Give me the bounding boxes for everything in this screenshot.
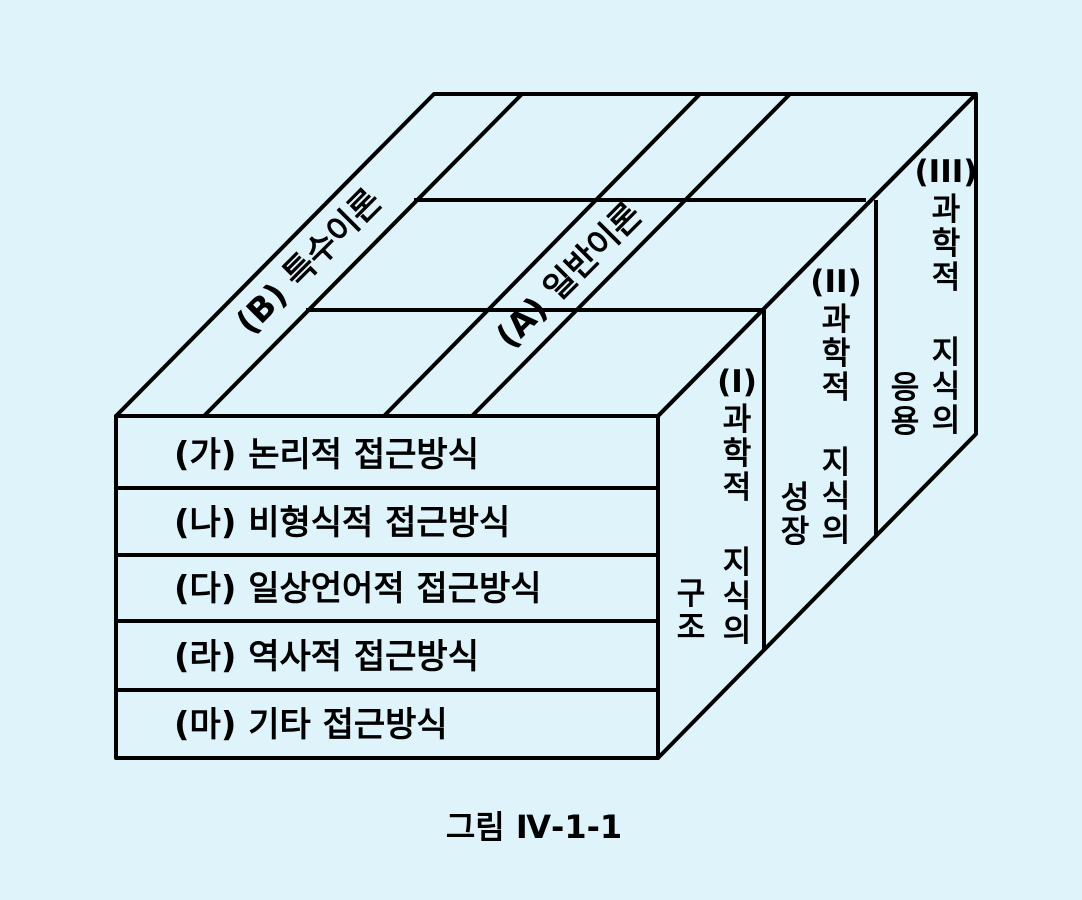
side-column-numeral: (II) (810, 264, 861, 300)
side-column-numeral: (III) (915, 154, 978, 190)
top-band-label-special: (B) 특수이론 (228, 181, 389, 342)
front-row-label: (가) 논리적 접근방식 (174, 435, 479, 475)
cube-outline (114, 92, 978, 760)
right-face (656, 92, 978, 760)
front-row-label: (나) 비형식적 접근방식 (174, 503, 510, 543)
front-row-label: (마) 기타 접근방식 (174, 705, 448, 745)
side-column-numeral: (I) (717, 364, 757, 400)
top-band-label-general: (A) 일반이론 (488, 195, 649, 356)
front-row-label: (다) 일상언어적 접근방식 (174, 569, 542, 609)
figure-caption: 그림 Ⅳ-1-1 (446, 808, 622, 846)
front-labels: (가) 논리적 접근방식 (나) 비형식적 접근방식 (다) 일상언어적 접근방… (174, 435, 542, 745)
side-layer-dividers (762, 200, 878, 650)
front-row-dividers (116, 486, 658, 692)
top-band-dividers (202, 92, 792, 418)
top-layer-dividers (306, 198, 866, 312)
front-row-label: (라) 역사적 접근방식 (174, 637, 479, 677)
